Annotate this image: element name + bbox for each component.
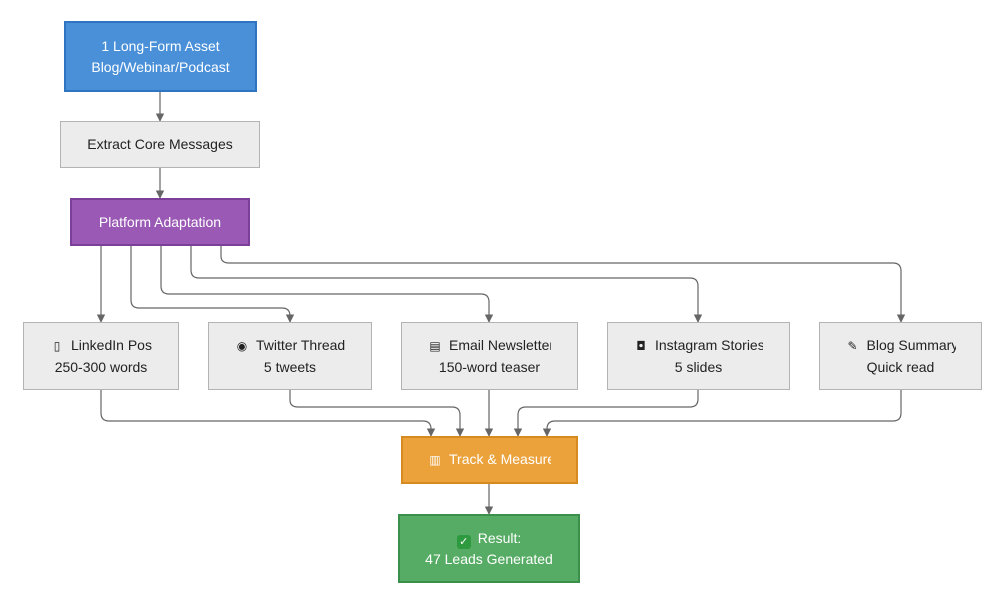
instagram-stories-detail: 5 slides <box>674 358 723 375</box>
edge-adapt-to-blog <box>220 246 906 323</box>
bar-chart-icon: ▥ <box>429 453 441 467</box>
blog-summary-node: ✎ Blog Summary Quick read <box>819 322 982 390</box>
edge-linkedin-to-track <box>100 390 436 437</box>
linkedin-post-detail: 250-300 words <box>54 358 148 375</box>
platform-adaptation-label: Platform Adaptation <box>98 213 222 230</box>
edge-blog-to-track <box>542 390 902 437</box>
phone-icon: ▯ <box>53 338 61 353</box>
twitter-thread-detail: 5 tweets <box>263 358 317 375</box>
extract-core-messages-label: Extract Core Messages <box>87 136 233 152</box>
result-node: ✓ Result: 47 Leads Generated <box>398 514 580 583</box>
source-asset-formats: Blog/Webinar/Podcast <box>91 58 230 75</box>
memo-icon: ✎ <box>847 338 858 353</box>
track-and-measure-node: ▥ Track & Measure <box>401 436 578 484</box>
source-asset-node: 1 Long-Form Asset Blog/Webinar/Podcast <box>64 21 257 92</box>
twitter-thread-node: ◉ Twitter Thread 5 tweets <box>208 322 372 390</box>
source-asset-title: 1 Long-Form Asset <box>101 37 220 54</box>
check-mark-icon: ✓ <box>456 534 471 549</box>
track-and-measure-label: Track & Measure <box>449 451 551 467</box>
email-newsletter-detail: 150-word teaser <box>438 358 541 375</box>
edge-instagram-to-track <box>513 390 699 437</box>
email-newsletter-title: Email Newsletter <box>449 336 551 353</box>
blog-summary-title: Blog Summary <box>866 336 956 353</box>
instagram-stories-node: ◘ Instagram Stories 5 slides <box>607 322 790 390</box>
edge-adapt-to-email <box>160 246 494 323</box>
platform-adaptation-node: Platform Adaptation <box>70 198 250 246</box>
result-leads-generated: 47 Leads Generated <box>425 550 553 567</box>
edge-adapt-to-twitter <box>130 246 295 323</box>
blog-summary-detail: Quick read <box>866 358 935 375</box>
linkedin-post-title: LinkedIn Post <box>71 336 152 353</box>
extract-core-messages-node: Extract Core Messages <box>60 121 260 168</box>
camera-icon: ◘ <box>636 338 646 353</box>
twitter-thread-title: Twitter Thread <box>256 336 345 353</box>
edge-twitter-to-track <box>289 390 465 437</box>
disc-icon: ◉ <box>236 338 248 353</box>
result-label: Result: <box>477 529 522 546</box>
newspaper-icon: ▤ <box>429 338 441 353</box>
email-newsletter-node: ▤ Email Newsletter 150-word teaser <box>401 322 578 390</box>
instagram-stories-title: Instagram Stories <box>655 336 763 353</box>
linkedin-post-node: ▯ LinkedIn Post 250-300 words <box>23 322 179 390</box>
edge-adapt-to-instagram <box>190 246 703 323</box>
